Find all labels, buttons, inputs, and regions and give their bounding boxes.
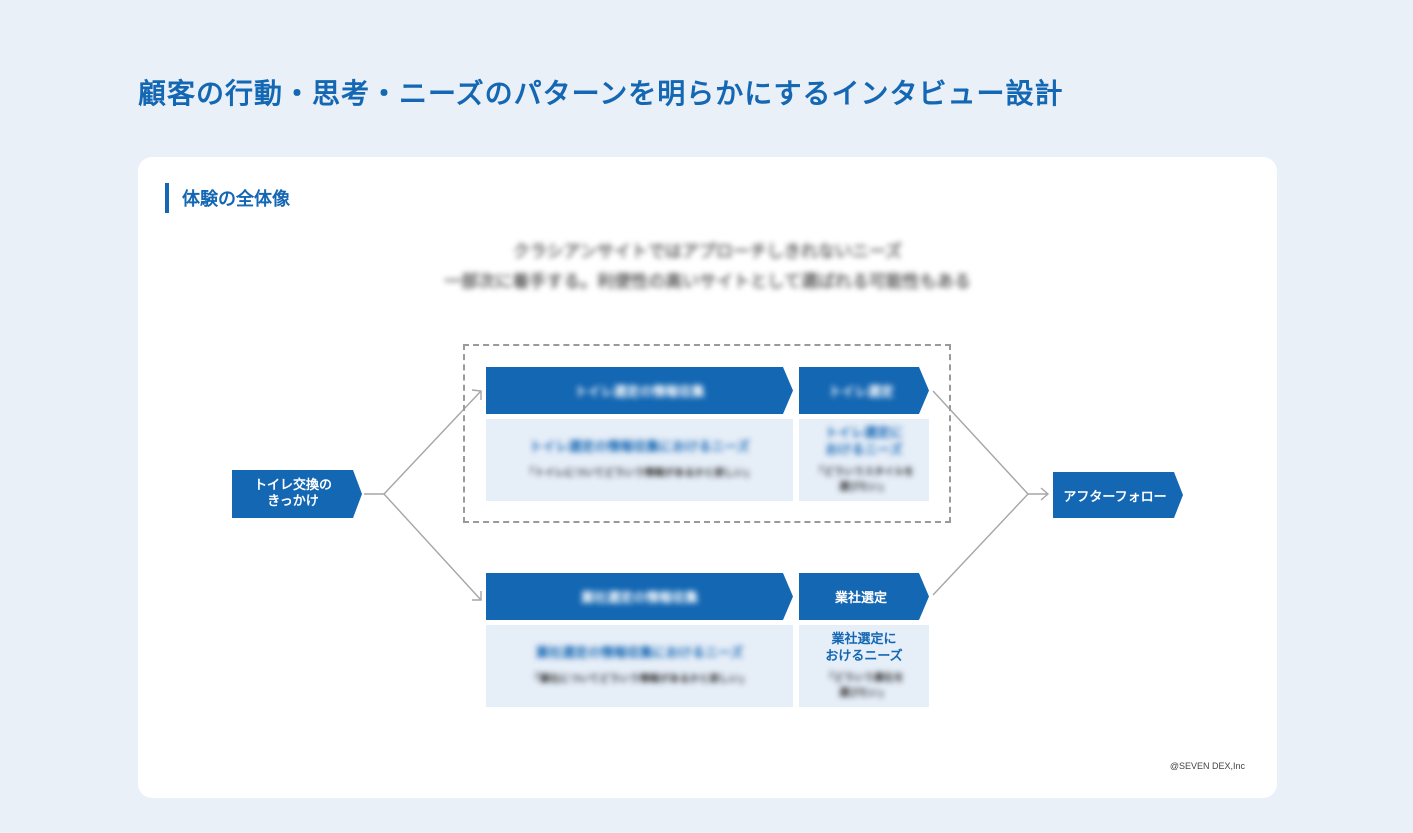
lower-stage-a-label: 業社選定の情報収集 [580, 591, 698, 606]
end-node-label: アフターフォロー [1063, 489, 1167, 505]
lower-needs-b-title: 業社選定に おけるニーズ [825, 632, 903, 664]
upper-needs-a-quote: 「トイレについてどういう情報があるかと欲しい」 [524, 468, 755, 479]
end-node-after-follow: アフターフォロー [1053, 472, 1183, 518]
upper-needs-a: トイレ選定の情報収集におけるニーズ 「トイレについてどういう情報があるかと欲しい… [486, 419, 793, 501]
upper-needs-a-title: トイレ選定の情報収集におけるニーズ [529, 440, 750, 455]
upper-needs-b-title: トイレ選定に おけるニーズ [824, 426, 903, 458]
section-heading: 体験の全体像 [165, 183, 290, 213]
lower-stage-b-label: 業社選定 [834, 591, 887, 606]
lower-needs-a: 業社選定の情報収集におけるニーズ 「業社についてどういう情報があるかと欲しい」 [486, 625, 793, 707]
lower-needs-b: 業社選定に おけるニーズ 「どういう業社を 選びたい」 [799, 625, 929, 707]
merge-upper-line [932, 390, 1029, 495]
section-accent-bar [165, 183, 169, 213]
upper-needs-b-quote: 「どういうスタイルを 選びたい」 [814, 467, 914, 493]
diagram-card: 体験の全体像 クラシアンサイトではアプローチしきれないニーズ 一部次に着手する。… [138, 157, 1277, 798]
upper-stage-a: トイレ選定の情報収集 [486, 367, 793, 414]
branch-lower-line [383, 493, 482, 601]
upper-stage-b-label: トイレ選定 [828, 385, 894, 400]
upper-stage-a-label: トイレ選定の情報収集 [574, 385, 705, 400]
lower-stage-a: 業社選定の情報収集 [486, 573, 793, 620]
lower-needs-a-title: 業社選定の情報収集におけるニーズ [535, 646, 744, 661]
upper-stage-b: トイレ選定 [799, 367, 929, 414]
start-node-toilet-trigger: トイレ交換の きっかけ [232, 470, 362, 518]
lower-stage-b: 業社選定 [799, 573, 929, 620]
branch-lower-arrowhead [472, 591, 482, 601]
connector-lines [364, 389, 1050, 601]
section-label: 体験の全体像 [182, 189, 290, 210]
summary-line-1: クラシアンサイトではアプローチしきれないニーズ [512, 242, 903, 262]
start-node-label: トイレ交換の きっかけ [253, 478, 332, 509]
lower-needs-a-quote: 「業社についてどういう情報があるかと欲しい」 [529, 674, 750, 685]
lower-needs-b-quote: 「どういう業社を 選びたい」 [824, 673, 904, 699]
upper-path-dashed-group [463, 344, 951, 523]
summary-line-2: 一部次に着手する。利便性の高いサイトとして選ばれる可能性もある [444, 272, 971, 292]
page-title: 顧客の行動・思考・ニーズのパターンを明らかにするインタビュー設計 [138, 77, 1064, 110]
copyright: @SEVEN DEX,Inc [1169, 761, 1245, 771]
end-arrowhead [1040, 487, 1050, 501]
branch-upper-arrowhead [471, 389, 482, 400]
merge-lower-line [932, 493, 1029, 596]
upper-needs-b: トイレ選定に おけるニーズ 「どういうスタイルを 選びたい」 [799, 419, 929, 501]
